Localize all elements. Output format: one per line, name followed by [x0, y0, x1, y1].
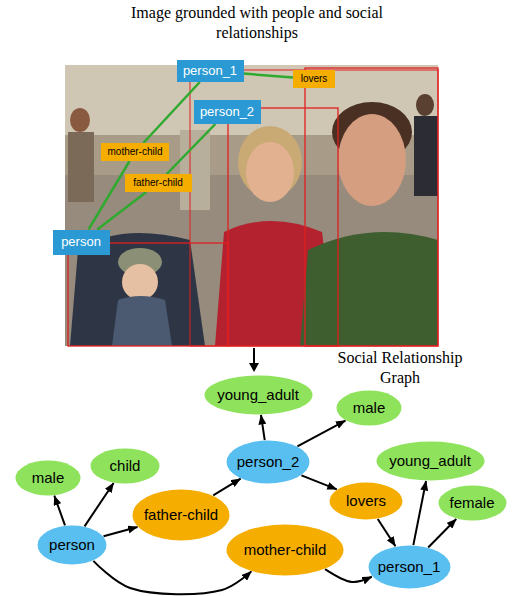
- tag-fill: [101, 143, 169, 161]
- graph-arrow: [93, 561, 251, 594]
- image-link: [97, 192, 146, 230]
- bystander-body: [68, 132, 94, 202]
- graph-arrow: [325, 569, 372, 582]
- ellipse-fill: [337, 391, 402, 426]
- attribute-node: male: [336, 390, 402, 426]
- attribute-node: male: [15, 460, 81, 496]
- woman-face: [246, 142, 294, 202]
- node-text: father-child: [144, 506, 218, 523]
- tag-fill: [194, 100, 261, 124]
- node-text: mother-child: [244, 541, 327, 558]
- man-shirt: [300, 232, 438, 346]
- node-text: child: [110, 457, 141, 474]
- graph-arrow: [413, 481, 426, 545]
- graph-arrow: [213, 479, 240, 496]
- node-text: person_2: [237, 453, 300, 470]
- image-link: [244, 74, 294, 78]
- node-text: lovers: [301, 73, 328, 85]
- attribute-node: young_adult: [204, 375, 313, 415]
- section-label: Social Relationship Graph: [325, 348, 475, 388]
- tag-fill: [53, 230, 110, 255]
- person-tag: person_2: [194, 100, 261, 124]
- graph-arrow: [301, 475, 336, 489]
- bounding-box: [68, 243, 228, 346]
- bystander-head: [70, 108, 90, 132]
- node-text: young_adult: [389, 452, 471, 469]
- ellipse-fill: [227, 441, 310, 484]
- bounding-box: [305, 68, 438, 346]
- relation-tag: lovers: [293, 70, 335, 88]
- baby-body: [112, 296, 172, 346]
- relation-tag: father-child: [125, 174, 192, 192]
- tag-fill: [293, 70, 335, 88]
- person-tag: person: [53, 230, 110, 255]
- figure-title: Image grounded with people and social re…: [107, 3, 407, 43]
- graph-arrow: [104, 527, 138, 536]
- attribute-node: young_adult: [376, 441, 485, 481]
- graph-arrow: [378, 519, 396, 546]
- node-text: person_1: [378, 558, 441, 575]
- relation-node: father-child: [132, 489, 230, 541]
- node-text: young_adult: [217, 386, 299, 403]
- ellipse-fill: [368, 546, 450, 589]
- node-text: person_1: [183, 64, 237, 79]
- ellipse-fill: [330, 483, 403, 520]
- ellipse-fill: [227, 525, 344, 576]
- ellipse-fill: [133, 490, 230, 541]
- photo-ground: [65, 65, 438, 346]
- ellipse-fill: [91, 449, 160, 484]
- node-text: male: [353, 399, 386, 416]
- image-link: [143, 82, 199, 143]
- relation-node: lovers: [329, 482, 403, 520]
- person-node: person: [37, 525, 107, 565]
- ellipse-fill: [38, 526, 107, 565]
- man-face: [338, 114, 406, 206]
- graph-arrow: [261, 415, 265, 440]
- node-text: mother-child: [107, 146, 162, 158]
- person-node: person_1: [368, 545, 451, 589]
- node-text: female: [449, 494, 494, 511]
- bystander-body: [414, 116, 438, 196]
- tag-fill: [125, 174, 192, 192]
- node-text: father-child: [133, 177, 182, 189]
- node-text: person_2: [200, 105, 254, 120]
- node-text: lovers: [346, 492, 386, 509]
- graph-arrow: [54, 496, 65, 526]
- attribute-node: child: [90, 448, 160, 484]
- ellipse-fill: [438, 486, 506, 521]
- bystander-head: [416, 94, 434, 116]
- person-tag: person_1: [177, 60, 244, 82]
- flow-arrowhead: [249, 363, 259, 372]
- graph-arrow: [428, 519, 456, 547]
- relation-node: mother-child: [226, 524, 344, 576]
- node-text: male: [32, 469, 65, 486]
- image-link: [167, 124, 216, 174]
- baby-face: [122, 264, 158, 300]
- node-text: person: [49, 536, 95, 553]
- node-text: person: [61, 235, 101, 250]
- ellipse-fill: [204, 376, 312, 415]
- person-node: person_2: [226, 440, 310, 484]
- attribute-node: female: [438, 485, 507, 521]
- graph-arrow: [297, 421, 345, 447]
- bounding-box: [228, 108, 338, 346]
- ellipse-fill: [376, 442, 484, 481]
- tag-fill: [177, 60, 244, 82]
- graph-arrow: [85, 483, 114, 526]
- flow-arrow: [253, 348, 255, 364]
- ellipse-fill: [16, 461, 81, 496]
- relation-tag: mother-child: [101, 143, 169, 161]
- bounding-box: [190, 70, 438, 346]
- bystander-body: [180, 130, 210, 210]
